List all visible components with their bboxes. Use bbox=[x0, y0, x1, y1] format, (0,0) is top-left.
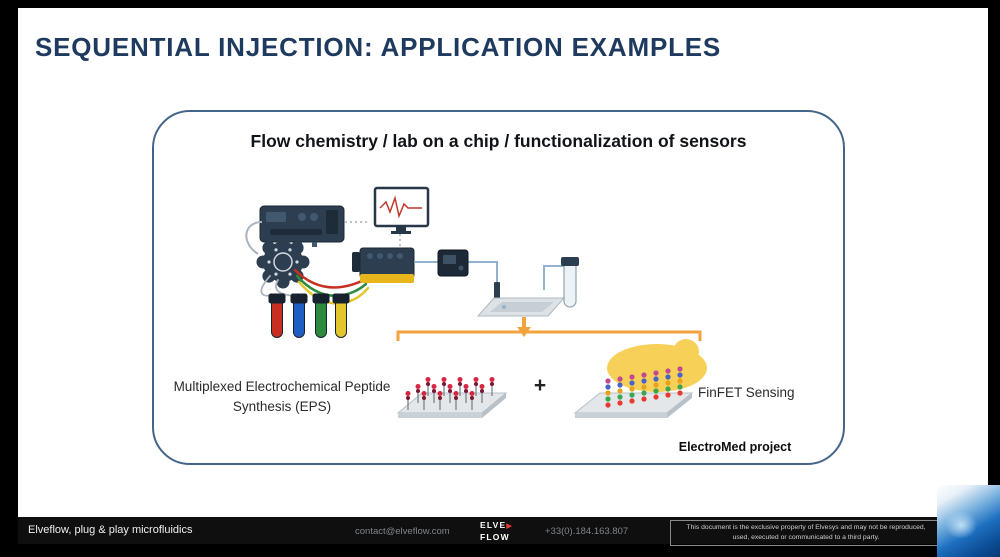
footer-email: contact@elveflow.com bbox=[355, 526, 450, 537]
flow-chemistry-diagram bbox=[245, 186, 707, 418]
signal-dashed-lines bbox=[345, 221, 401, 248]
peptide-array-illustration bbox=[396, 376, 508, 418]
presentation-slide: SEQUENTIAL INJECTION: APPLICATION EXAMPL… bbox=[18, 8, 988, 517]
plus-sign: + bbox=[533, 374, 547, 397]
valve-manifold-icon bbox=[352, 247, 415, 283]
camera-overlay bbox=[937, 485, 1000, 557]
panel-heading: Flow chemistry / lab on a chip / functio… bbox=[250, 131, 747, 151]
controller-cable bbox=[245, 221, 263, 255]
microfluidic-chip-icon bbox=[476, 282, 566, 317]
logo-line2: FLOW bbox=[480, 532, 510, 542]
fluid-tubing bbox=[414, 260, 569, 290]
collection-tube-icon bbox=[561, 257, 579, 308]
flow-sensor-icon bbox=[437, 249, 469, 277]
footer-brand-text: Elveflow, plug & play microfluidics bbox=[28, 524, 193, 536]
pressure-controller-icon bbox=[259, 205, 345, 247]
rotary-valve-icon bbox=[256, 235, 310, 289]
finfet-illustration bbox=[573, 339, 707, 418]
reagent-tubes bbox=[268, 293, 350, 338]
footer-disclaimer: This document is the exclusive property … bbox=[670, 520, 942, 547]
eps-label: Multiplexed Electrochemical Peptide Synt… bbox=[173, 379, 391, 414]
logo-line1: ELVE bbox=[480, 520, 507, 530]
elveflow-logo: ELVE▶ FLOW bbox=[480, 520, 512, 542]
monitor-icon bbox=[373, 186, 430, 234]
project-label: ElectroMed project bbox=[678, 440, 792, 454]
grouping-bracket bbox=[396, 330, 702, 341]
finfet-label: FinFET Sensing bbox=[698, 385, 795, 400]
camera-overlay-highlight bbox=[945, 511, 977, 539]
footer-bar: Elveflow, plug & play microfluidics cont… bbox=[18, 517, 988, 547]
down-arrow-icon bbox=[517, 317, 531, 337]
application-panel bbox=[152, 110, 845, 465]
slide-title: SEQUENTIAL INJECTION: APPLICATION EXAMPL… bbox=[35, 32, 722, 62]
logo-arrow-icon: ▶ bbox=[506, 523, 512, 530]
footer-phone: +33(0).184.163.807 bbox=[545, 526, 629, 537]
